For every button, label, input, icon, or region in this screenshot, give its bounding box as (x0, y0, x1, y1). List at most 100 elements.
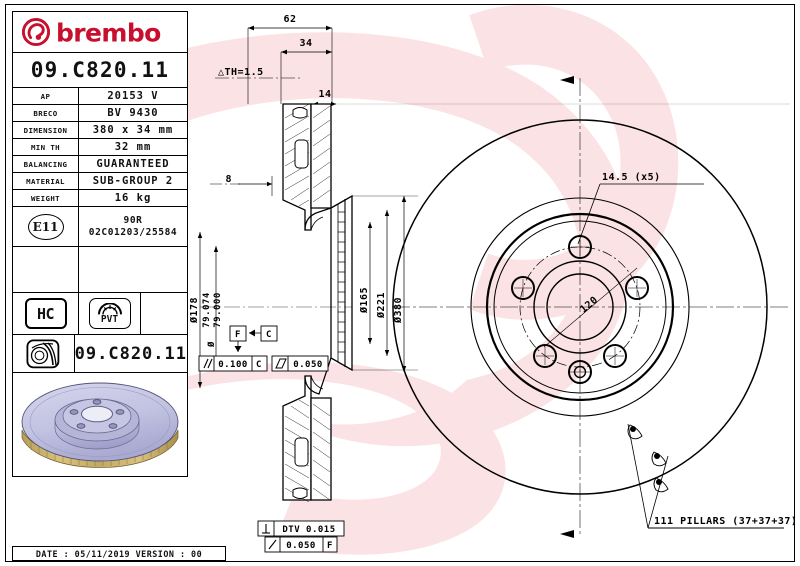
bolt-hole (511, 276, 535, 300)
dim-offset-8: 8 (210, 174, 286, 196)
dim-bore-lower: 79.000 (213, 292, 223, 328)
dim-221-label: Ø221 (375, 292, 387, 319)
tol-runout-value: 0.050 (286, 541, 316, 551)
row-value: GUARANTEED (96, 158, 170, 170)
row-label: DIMENSION (13, 122, 79, 138)
section-friction-ring (304, 194, 353, 395)
dim-bore-upper: 79.074 (202, 292, 212, 328)
dim-62-label: 62 (283, 14, 296, 25)
row-label: WEIGHT (13, 190, 79, 206)
tol-runout-datum: F (327, 541, 333, 551)
table-row-balancing: BALANCING GUARANTEED (13, 156, 187, 173)
dim-178-label: Ø178 (188, 297, 200, 324)
hc-badge-cell: HC (13, 293, 79, 334)
brembo-circle-mark (21, 17, 51, 47)
dim-8-label: 8 (225, 174, 232, 185)
brembo-logo-svg: brembo (21, 17, 162, 47)
dim-165-label: Ø165 (358, 287, 370, 314)
svg-text:brembo: brembo (56, 18, 161, 47)
section-hat-top (282, 103, 332, 231)
row-value: 32 mm (114, 141, 152, 153)
row-value: 380 x 34 mm (92, 124, 174, 136)
centerline-arrow-top (560, 76, 574, 84)
thickness-variation-note: △TH=1.5 (215, 67, 300, 79)
pvt-icon: PVT (88, 298, 131, 329)
bolt-hole (533, 344, 557, 368)
tol-parallel-datum: C (256, 360, 262, 370)
row-label: BRECO (13, 105, 79, 121)
bolt-circle-callout: 120 (543, 267, 638, 348)
homologation-line2: 02C01203/25584 (88, 226, 178, 238)
part-number-header: 09.C820.11 (13, 53, 187, 88)
row-label: MIN TH (13, 139, 79, 155)
bolt-holes (511, 235, 649, 368)
brake-disc-render (21, 382, 179, 468)
row-value: 16 kg (114, 192, 152, 204)
homologation-value: 90R 02C01203/25584 (79, 207, 187, 246)
callout-120-label: 120 (578, 295, 600, 316)
pvt-badge-cell: PVT (79, 293, 141, 334)
tolerance-frame-runout: 0.050 F (264, 536, 338, 553)
row-label: AP (13, 88, 79, 104)
dim-14-label: 14 (318, 89, 331, 100)
section-hat-bottom (282, 375, 332, 503)
datum-c-label: C (266, 330, 272, 340)
tol-dtv-value: DTV 0.015 (282, 525, 335, 535)
disc-icon-cell (13, 335, 75, 372)
bolt-hole (603, 344, 627, 368)
pvt-label: PVT (100, 313, 119, 325)
table-row-min-th: MIN TH 32 mm (13, 139, 187, 156)
datum-f: F (229, 325, 247, 352)
spec-table: brembo 09.C820.11 AP 20153 V BRECO BV 94… (12, 11, 188, 477)
row-value: 20153 V (107, 90, 159, 102)
face-view: 14.5 (x5) 120 (392, 76, 797, 538)
table-row-blank (13, 247, 187, 293)
disc-part-number: 09.C820.11 (74, 343, 187, 364)
pillars-callout: 111 PILLARS (37+37+37) (627, 423, 797, 529)
table-row-badges: HC PVT (13, 293, 187, 335)
dim-34-label: 34 (299, 38, 312, 49)
table-row-dimension: DIMENSION 380 x 34 mm (13, 122, 187, 139)
tol-parallel-value: 0.100 (218, 360, 248, 370)
row-value: SUB-GROUP 2 (92, 175, 174, 187)
tol-flatness-value: 0.050 (293, 360, 323, 370)
product-photo (13, 373, 187, 476)
pillar-marks (627, 424, 669, 493)
dim-overall-width: 62 (247, 14, 333, 104)
tolerance-frame-parallelism: 0.100 C (198, 355, 268, 372)
brembo-logo: brembo (13, 12, 187, 53)
pvt-arc-icon (97, 302, 122, 314)
tolerance-frame-dtv: DTV 0.015 (257, 520, 345, 537)
row-label: MATERIAL (13, 173, 79, 189)
brake-disc-icon (26, 338, 60, 368)
e11-badge: E11 (27, 213, 64, 240)
bolt-hole (625, 276, 649, 300)
table-row-material: MATERIAL SUB-GROUP 2 (13, 173, 187, 190)
table-row-disc-partnumber: 09.C820.11 (13, 335, 187, 373)
row-label: BALANCING (13, 156, 79, 172)
homologation-line1: 90R (123, 214, 143, 226)
dim-380-label: Ø380 (392, 297, 404, 324)
th-label: △TH=1.5 (218, 67, 264, 78)
datum-c: C (249, 325, 278, 342)
datum-f-label: F (235, 330, 241, 340)
callout-14-5-label: 14.5 (x5) (602, 172, 661, 183)
table-row-weight: WEIGHT 16 kg (13, 190, 187, 207)
table-row-ap: AP 20153 V (13, 88, 187, 105)
diameter-symbol-bore: Ø (206, 341, 217, 348)
section-view: 62 34 14 (188, 14, 790, 553)
sheet-border (5, 4, 795, 562)
pillars-note-label: 111 PILLARS (37+37+37) (654, 516, 797, 527)
e11-badge-cell: E11 (13, 207, 79, 246)
tolerance-frame-flatness: 0.050 (271, 355, 329, 372)
table-row-homologation: E11 90R 02C01203/25584 (13, 207, 187, 247)
hc-icon: HC (24, 298, 67, 329)
table-row-breco: BRECO BV 9430 (13, 105, 187, 122)
part-number-text: 09.C820.11 (30, 58, 170, 82)
footer-date: DATE : 05/11/2019 VERSION : 00 (12, 546, 226, 561)
row-value: BV 9430 (107, 107, 159, 119)
centerline-arrow-bottom (560, 530, 574, 538)
bolt-hole-callout: 14.5 (x5) (577, 172, 704, 245)
